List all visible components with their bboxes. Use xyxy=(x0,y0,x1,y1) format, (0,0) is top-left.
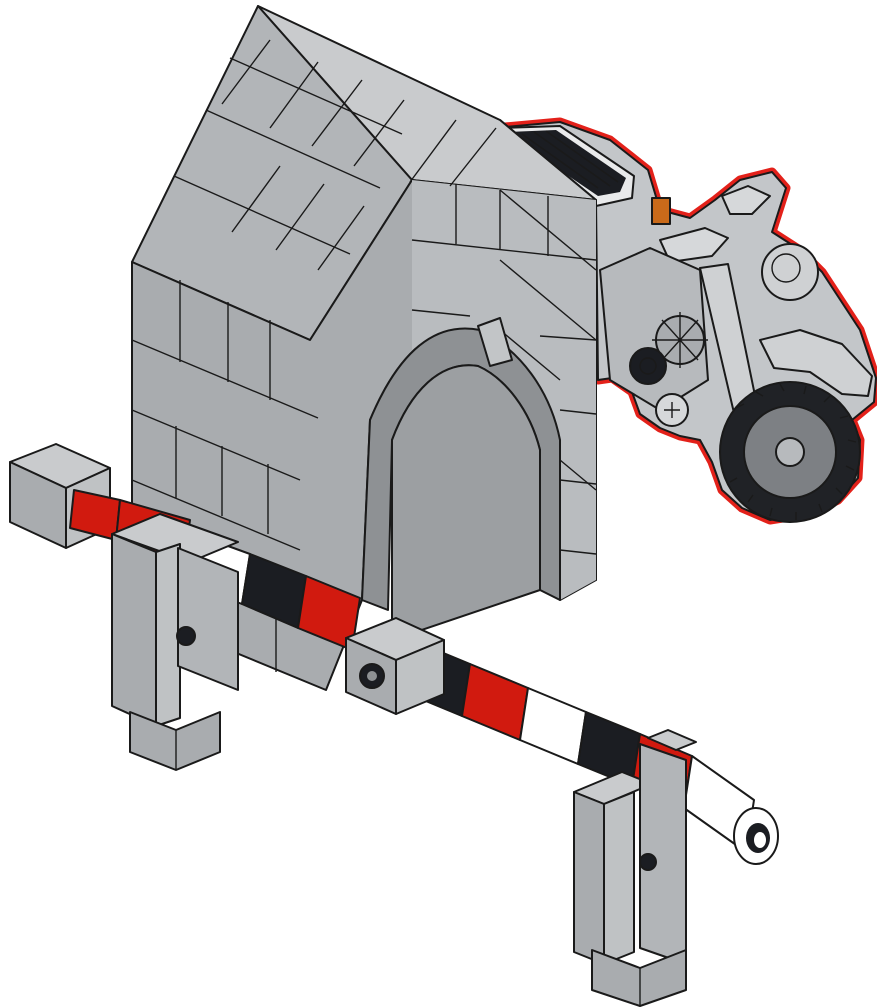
front-wheel-icon xyxy=(719,381,861,523)
left-post xyxy=(111,513,239,771)
stone-arch-gate-icon xyxy=(131,5,597,691)
motorcycle-icon xyxy=(489,117,877,525)
striped-barrier-bar-icon xyxy=(9,443,779,1007)
right-post xyxy=(573,729,697,1007)
